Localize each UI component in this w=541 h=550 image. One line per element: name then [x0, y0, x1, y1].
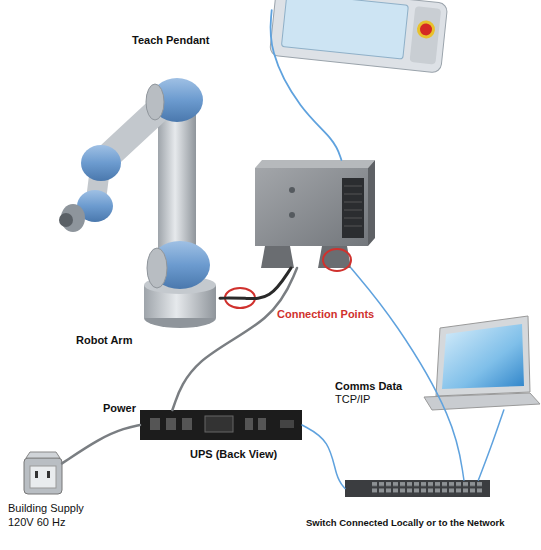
switch-body [345, 480, 490, 497]
device-node: Robot Arm [40, 85, 220, 330]
control-box [255, 160, 375, 268]
vent-slot [344, 226, 362, 227]
ups-body [140, 410, 302, 440]
ups-outlet [166, 418, 176, 430]
robot-arm [59, 78, 216, 328]
device-node: UPS (Back View) [140, 410, 302, 440]
outlet-plate [24, 458, 62, 494]
box-leg [261, 246, 294, 268]
arm-joint-cap [147, 248, 167, 288]
box-screw [289, 187, 295, 193]
wall-outlet [24, 452, 62, 494]
annotation-label: Power [103, 402, 136, 415]
box-top [255, 160, 375, 168]
pendant-side [409, 6, 441, 64]
laptop-base [424, 393, 540, 410]
arm-joint-cap [146, 84, 164, 120]
box-side [368, 160, 375, 246]
vent-slot [344, 210, 362, 211]
device-label: 120V 60 Hz [8, 516, 65, 529]
ups-outlet [182, 418, 192, 430]
ups [140, 410, 302, 440]
device-node: Switch Connected Locally or to the Netwo… [345, 480, 490, 497]
outlet-face [30, 466, 56, 488]
ups-outlet [245, 418, 253, 430]
pendant-screen [281, 0, 408, 59]
vent-slot [344, 218, 362, 219]
teach-pendant [269, 0, 447, 73]
arm-tool-tip [59, 213, 73, 227]
network-switch [345, 480, 490, 497]
ups-port [280, 420, 294, 428]
laptop-screen [442, 324, 524, 389]
callout-ring [323, 249, 351, 271]
pendant-body [269, 0, 447, 73]
annotation-label: TCP/IP [335, 393, 370, 406]
cable [220, 268, 291, 299]
device-node [255, 160, 375, 268]
device-node: Building Supply120V 60 Hz [24, 458, 62, 494]
estop-ring [416, 19, 436, 39]
box-front [255, 168, 368, 246]
vent-slot [344, 186, 362, 187]
estop-button [419, 23, 432, 36]
cable [172, 268, 297, 410]
arm-upper-tube [158, 108, 196, 258]
outlet-slot [35, 471, 38, 478]
outlet-slot [47, 471, 50, 478]
cable [302, 425, 345, 489]
device-node [424, 316, 538, 410]
callout-ring [225, 288, 255, 308]
laptop-lid [436, 316, 530, 396]
cable [351, 268, 464, 480]
box-screw [289, 212, 295, 218]
cable [62, 425, 140, 463]
box-vent [342, 178, 364, 238]
vent-slot [344, 202, 362, 203]
cable [478, 410, 503, 480]
device-label: Robot Arm [76, 334, 132, 347]
device-label: Teach Pendant [132, 34, 209, 47]
vent-slot [344, 194, 362, 195]
ups-panel [205, 416, 233, 432]
laptop [424, 316, 540, 410]
annotation-label: Connection Points [277, 308, 374, 321]
device-node: Teach Pendant [270, 4, 442, 66]
device-label: Switch Connected Locally or to the Netwo… [306, 518, 504, 529]
ups-outlet [258, 418, 266, 430]
annotation-label: Comms Data [335, 380, 402, 393]
arm-joint [81, 145, 121, 181]
switch-ports [372, 482, 484, 495]
device-label: UPS (Back View) [190, 448, 277, 461]
cable [270, 10, 341, 160]
outlet-cover [26, 452, 60, 458]
ups-outlet [150, 418, 160, 430]
device-label: Building Supply [8, 502, 84, 515]
